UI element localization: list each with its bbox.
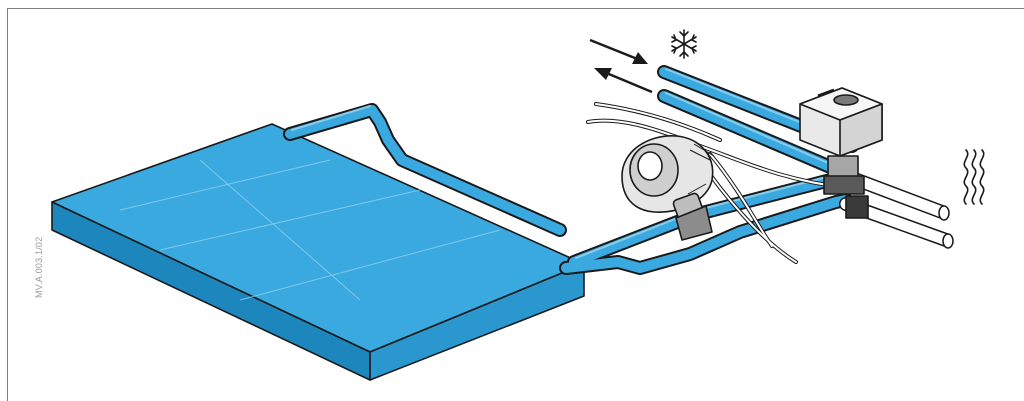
flow-arrows: [589, 38, 653, 94]
snowflake-icon: [671, 29, 697, 59]
circulation-pump: [621, 135, 715, 241]
lower-loop: [561, 195, 851, 273]
return-arrow-icon: [594, 68, 653, 94]
return-loop: [285, 105, 565, 235]
radiant-panel: [51, 123, 585, 381]
heat-waves-icon: [963, 149, 985, 205]
panel-side-face: [369, 263, 585, 381]
supply-arrow-icon: [589, 38, 648, 64]
outgoing-pipes: [839, 171, 954, 249]
valve-actuator: [799, 87, 883, 219]
pipe-network: [283, 65, 859, 275]
pipe-end-lower: [942, 233, 954, 249]
panel-reflections: [119, 159, 501, 301]
figure-code: MV.A.003.1/02: [34, 236, 44, 298]
figure-frame: [7, 8, 1024, 401]
pipe-end-upper: [938, 205, 950, 221]
cold-return-pipe: [659, 91, 833, 171]
